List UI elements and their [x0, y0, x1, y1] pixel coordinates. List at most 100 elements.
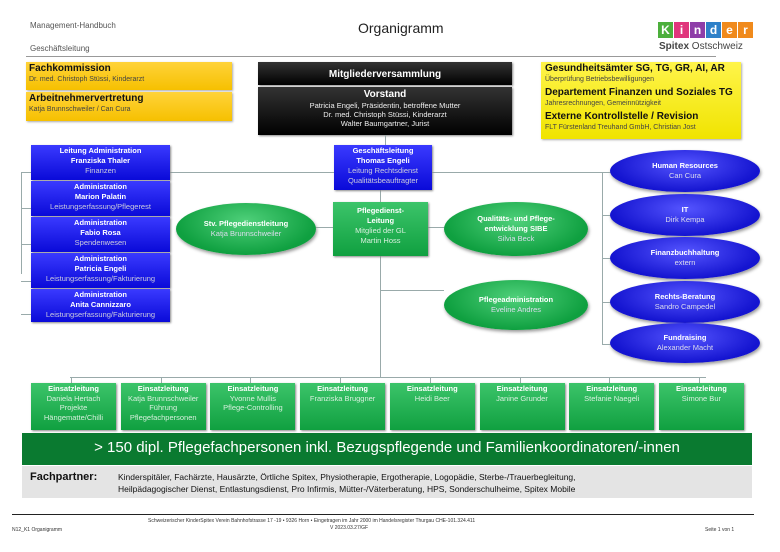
box-role: Pflegedienst- [356, 206, 405, 215]
service-ellipse: Finanzbuchhaltung extern [610, 237, 760, 279]
box-line: Mitglied der GL [355, 226, 406, 235]
box-line: Franziska Bruggner [309, 393, 376, 403]
box-line: Hängematte/Chilli [43, 412, 104, 422]
ellipse-title: Pflegeadministration [478, 295, 554, 304]
section-label: Geschäftsleitung [30, 44, 90, 53]
box-role: Administration [74, 254, 127, 263]
connector [21, 281, 31, 282]
ellipse-title: Stv. Pflegedienstleitung [203, 219, 289, 228]
ellipse-name: Alexander Macht [656, 343, 714, 352]
box-subtitle: FLT Fürstenland Treuhand GmbH, Christian… [545, 124, 696, 131]
box-role: Einsatzleitung [675, 384, 727, 393]
box-title: Vorstand [363, 89, 407, 100]
box-line: Stefanie Naegeli [584, 393, 640, 403]
box-line: Janine Grunder [496, 393, 548, 403]
page-number: Seite 1 von 1 [705, 527, 735, 533]
connector [250, 377, 252, 383]
box-role: Administration [74, 182, 127, 191]
header-divider [26, 56, 716, 57]
logo-letter: d [706, 22, 721, 38]
connector [21, 172, 22, 274]
board-member: Patricia Engeli, Präsidentin, betroffene… [309, 101, 461, 110]
admin-box: Administration Fabio Rosa Spendenwesen [31, 217, 170, 252]
partners-line: Heilpädagogischer Dienst, Entlastungsdie… [118, 484, 576, 494]
board-member: Walter Baumgartner, Jurist [340, 119, 430, 128]
ellipse-name: Silvia Beck [497, 234, 535, 243]
connector [429, 377, 431, 383]
box-line: Führung [149, 403, 178, 412]
box-task: Finanzen [85, 166, 116, 175]
logo-letter: K [658, 22, 673, 38]
partners-line: Kinderspitäler, Fachärzte, Hausärzte, Ör… [118, 472, 576, 482]
box-name: Anita Cannizzaro [70, 300, 131, 309]
ellipse-name: Can Cura [668, 171, 702, 180]
box-role: Einsatzleitung [48, 384, 99, 393]
ellipse-name: Eveline Andres [490, 305, 542, 314]
connector [340, 377, 342, 383]
ellipse-title: Human Resources [652, 161, 718, 170]
admin-box: Administration Anita Cannizzaro Leistung… [31, 289, 170, 322]
connector [602, 215, 612, 216]
box-role: Einsatzleitung [317, 384, 369, 393]
connector [21, 208, 31, 209]
ellipse-name: Sandro Campedel [654, 302, 716, 311]
box-line: Martin Hoss [360, 236, 401, 245]
logo-subtitle: Spitex Ostschweiz [659, 41, 758, 52]
box-role: Einsatzleitung [137, 384, 189, 393]
doc-id: N12_K1 Organigramm [12, 527, 63, 533]
page-title: Organigramm [358, 20, 444, 36]
box-geschaeftsleitung: Geschäftsleitung Thomas Engeli Leitung R… [334, 145, 432, 190]
box-line: Projekte [59, 403, 88, 412]
box-line: Yvonne Mullis [229, 393, 277, 403]
connector [609, 377, 611, 383]
logo-letter: e [722, 22, 737, 38]
box-title: Gesundheitsämter SG, TG, GR, AI, AR [545, 63, 725, 74]
box-role: Einsatzleitung [406, 384, 458, 393]
box-name: Marion Palatin [74, 192, 127, 201]
box-subtitle: Jahresrechnungen, Gemeinnützigkeit [545, 100, 661, 107]
partners-panel: Fachpartner: Kinderspitäler, Fachärzte, … [22, 466, 752, 498]
box-subtitle: Dr. med. Christoph Stüssi, Kinderarzt [29, 76, 145, 83]
box-external-authorities: Gesundheitsämter SG, TG, GR, AI, AR Über… [541, 62, 741, 139]
ellipse-name: Dirk Kempa [665, 215, 705, 224]
box-line: Pflege-Controlling [223, 403, 283, 412]
connector [70, 377, 706, 378]
connector [385, 135, 386, 145]
ellipse-title: Qualitäts- und Pflege- [477, 214, 555, 223]
connector [602, 344, 612, 345]
partners-label: Fachpartner: [30, 471, 98, 483]
version: V 2023.03.27/GF [330, 525, 369, 531]
service-ellipse: Human Resources Can Cura [610, 150, 760, 192]
service-ellipse: IT Dirk Kempa [610, 194, 760, 236]
logo-region: Ostschweiz [689, 41, 743, 52]
org-info: Schweizerischer KinderSpitex Verein Bahn… [148, 518, 476, 524]
ellipse-stv-pflegedienstleitung: Stv. Pflegedienstleitung Katja Brunnschw… [176, 203, 316, 255]
box-name: Franziska Thaler [70, 156, 131, 165]
connector [71, 377, 72, 383]
logo-spitex: Spitex [659, 41, 690, 52]
ellipse-name: Katja Brunnschweiler [210, 229, 282, 238]
connector [432, 172, 610, 173]
connector [380, 290, 444, 291]
connector [160, 377, 162, 383]
connector [428, 227, 446, 228]
connector [21, 244, 31, 245]
connector [602, 258, 612, 259]
box-name: Thomas Engeli [356, 156, 410, 165]
box-task: Leistungserfassung/Pflegerest [50, 202, 151, 211]
box-line: Simone Bur [681, 393, 721, 403]
board-member: Dr. med. Christoph Stüssi, Kinderarzt [323, 110, 447, 119]
box-name: Patricia Engeli [74, 264, 127, 273]
box-task: Spendenwesen [74, 238, 127, 247]
ellipse-title: Finanzbuchhaltung [650, 248, 720, 257]
connector [602, 172, 612, 173]
box-title: Externe Kontrollstelle / Revision [545, 111, 699, 122]
ellipse-name: extern [674, 258, 696, 267]
connector [519, 377, 521, 383]
